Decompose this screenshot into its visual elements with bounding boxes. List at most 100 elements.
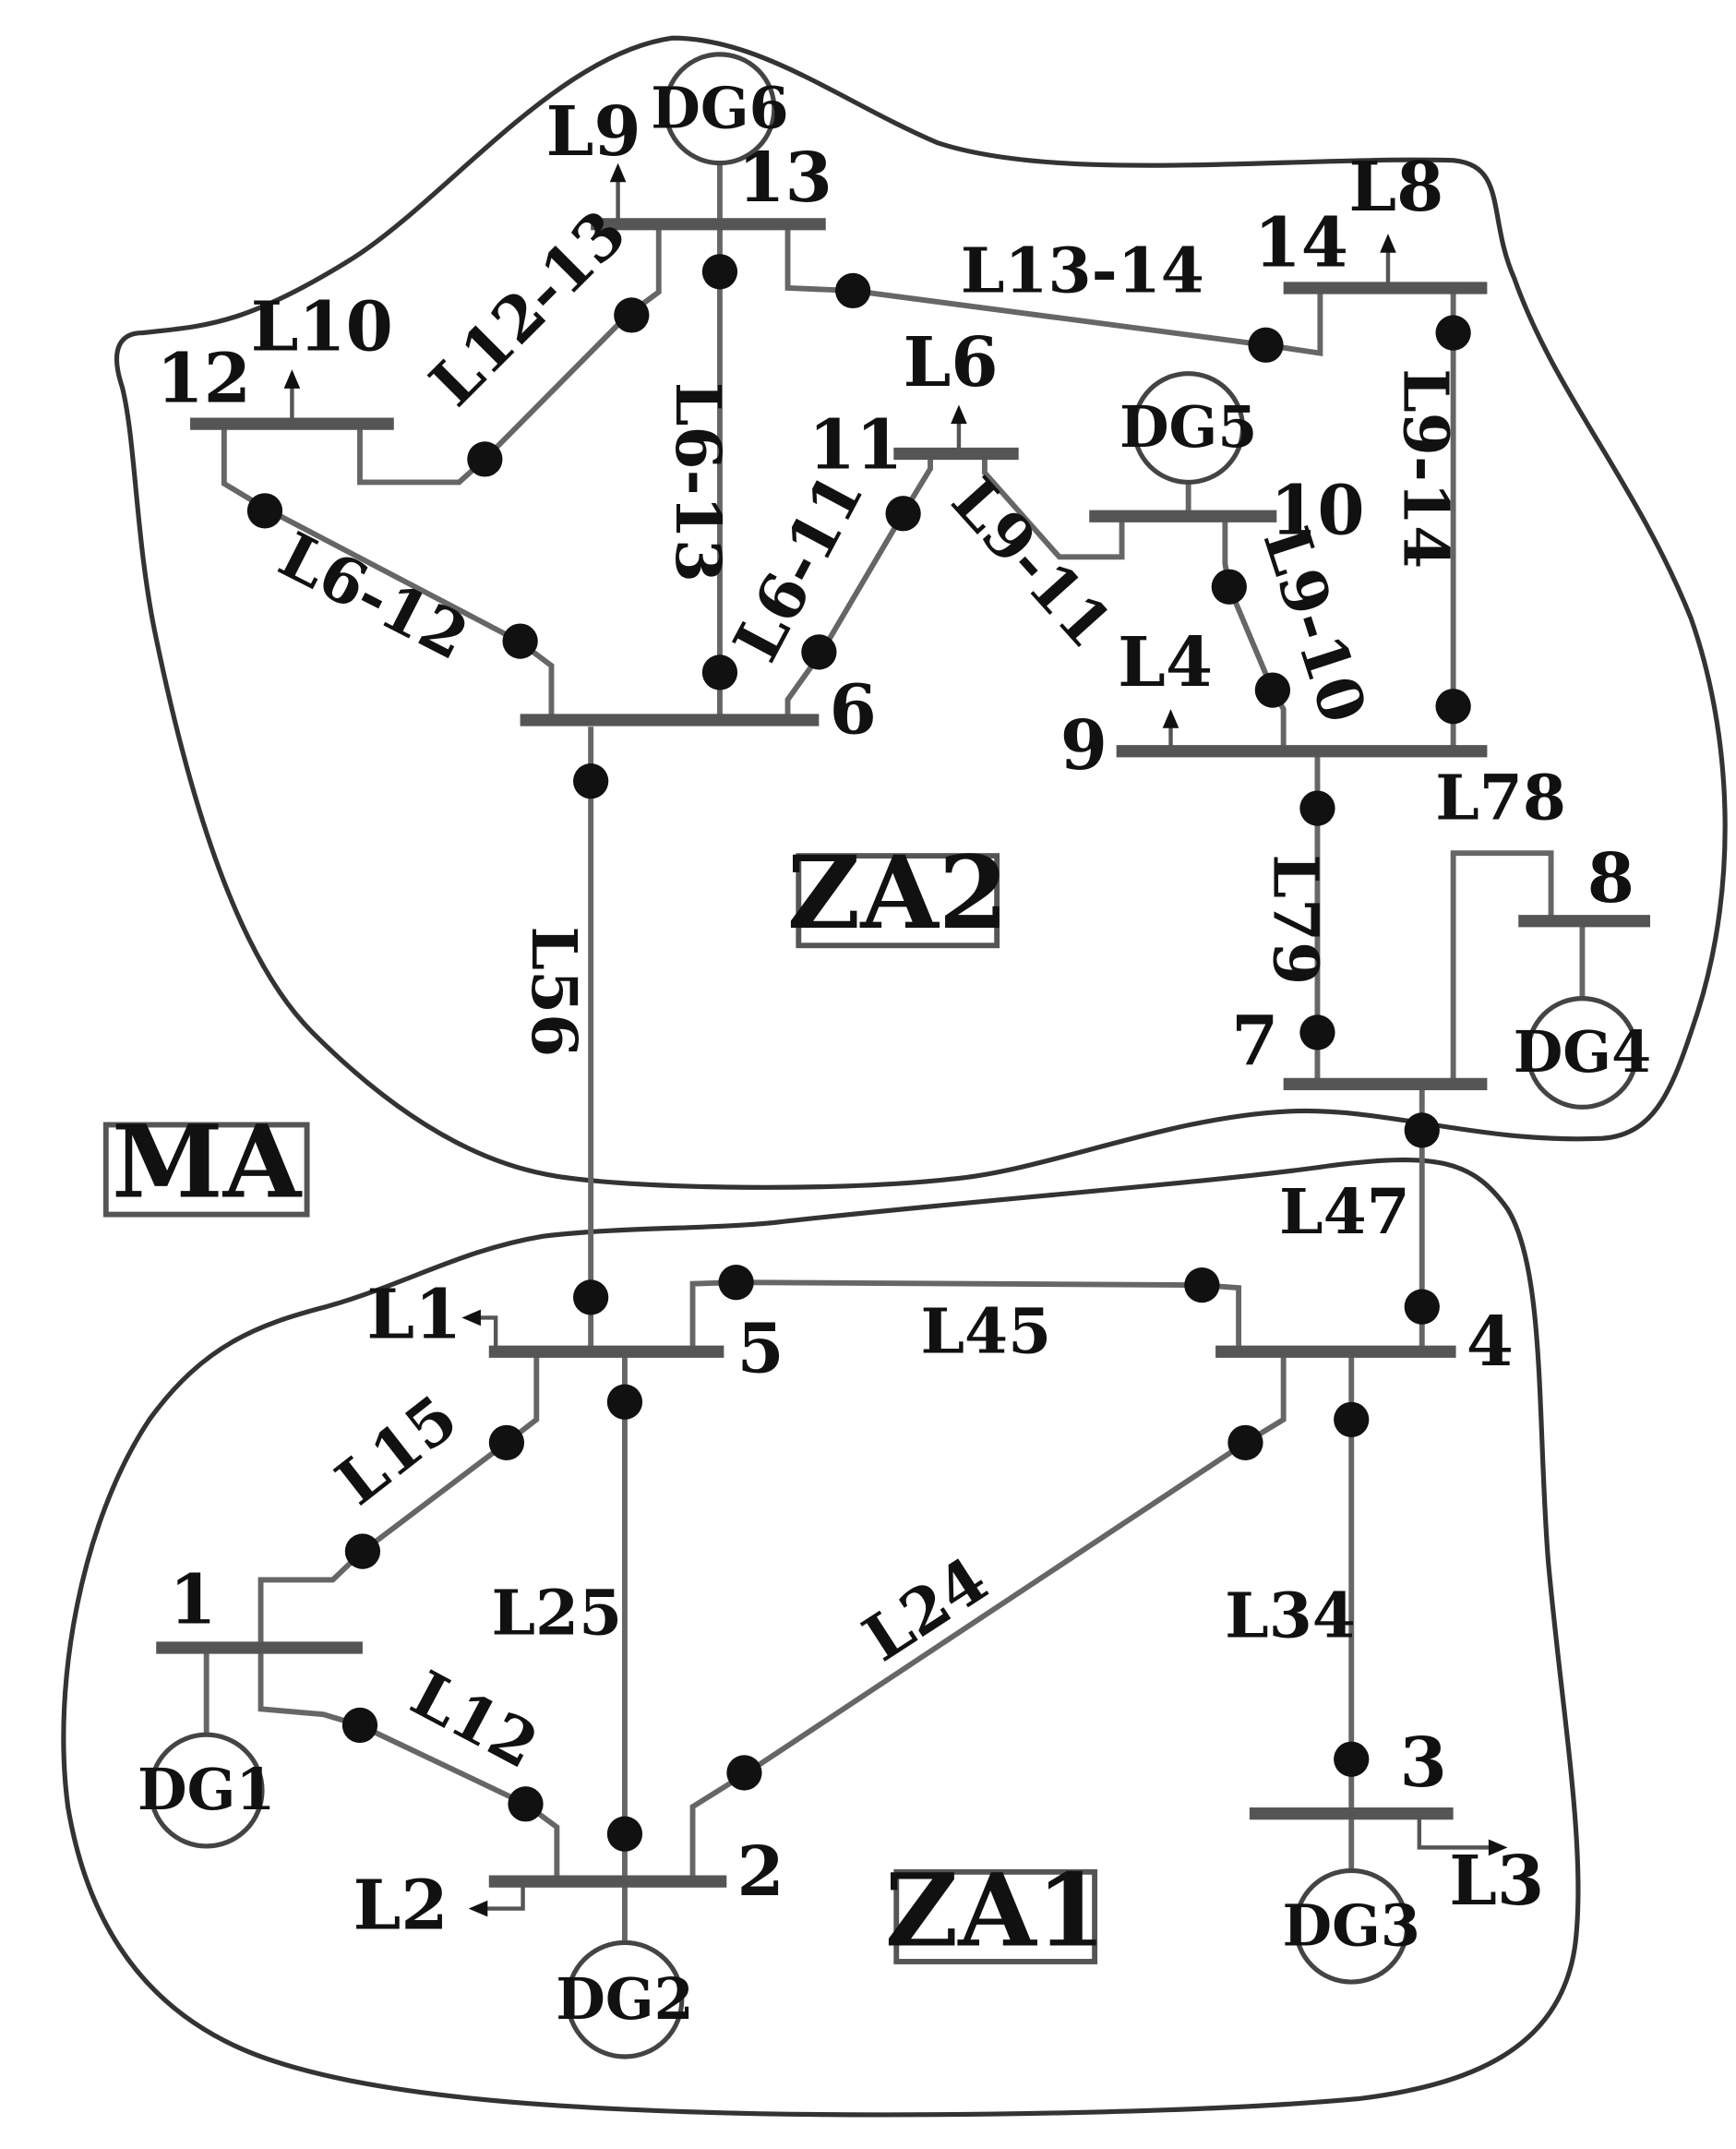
breaker-dot bbox=[606, 1816, 643, 1852]
bus-label-1: 1 bbox=[169, 1561, 216, 1640]
bus-label-8: 8 bbox=[1587, 839, 1634, 918]
breaker-dot bbox=[1334, 1401, 1370, 1437]
breaker-dot bbox=[1404, 1289, 1440, 1325]
za2-area-box bbox=[796, 853, 1000, 949]
load-label-l3: L3 bbox=[1449, 1842, 1544, 1921]
svg-text:DG1: DG1 bbox=[138, 1756, 275, 1823]
generator-dg5: DG5 bbox=[1119, 371, 1257, 485]
svg-text:DG5: DG5 bbox=[1119, 393, 1257, 461]
load-arrow-l6 bbox=[951, 404, 967, 454]
breaker-dot bbox=[606, 1384, 643, 1420]
breaker-dot bbox=[1299, 1014, 1335, 1050]
svg-text:DG6: DG6 bbox=[651, 74, 788, 141]
generator-dg4: DG4 bbox=[1514, 996, 1651, 1110]
breaker-dot bbox=[1254, 672, 1291, 708]
load-label-l9: L9 bbox=[546, 92, 641, 172]
load-arrow-l8 bbox=[1380, 234, 1396, 288]
breaker-dot bbox=[341, 1707, 378, 1744]
breaker-dot bbox=[701, 254, 738, 290]
load-label-l8: L8 bbox=[1348, 148, 1443, 227]
load-label-l6: L6 bbox=[904, 323, 999, 402]
line-l9-11 bbox=[981, 453, 1125, 560]
load-arrow-l2 bbox=[468, 1881, 525, 1917]
breaker-dot bbox=[573, 1279, 609, 1315]
bus-label-14: 14 bbox=[1254, 203, 1348, 282]
ma-area-box bbox=[102, 1122, 310, 1218]
bus-label-6: 6 bbox=[830, 671, 877, 750]
ma-area-label: MA bbox=[112, 1102, 303, 1220]
line-label-l25: L25 bbox=[491, 1575, 622, 1649]
line-l13-14 bbox=[784, 223, 1323, 357]
load-arrow-l4 bbox=[1162, 709, 1179, 751]
generator-dg2: DG2 bbox=[556, 1939, 694, 2059]
line-label-l45: L45 bbox=[920, 1294, 1051, 1368]
generator-dg1: DG1 bbox=[138, 1732, 275, 1849]
load-label-l10: L10 bbox=[251, 288, 393, 367]
generator-dg6: DG6 bbox=[651, 52, 789, 166]
line-label-l15: L15 bbox=[322, 1380, 471, 1519]
breaker-dot bbox=[726, 1755, 762, 1791]
line-label-l6-12: L6-12 bbox=[268, 517, 480, 674]
load-label-l2: L2 bbox=[353, 1867, 449, 1946]
za2-boundary bbox=[114, 35, 1728, 1190]
svg-text:DG2: DG2 bbox=[556, 1965, 693, 2033]
line-l9-10 bbox=[1222, 516, 1287, 751]
load-arrow-l9 bbox=[609, 162, 627, 224]
line-l6-11 bbox=[784, 453, 933, 720]
bus-label-5: 5 bbox=[736, 1309, 784, 1388]
load-arrow-l10 bbox=[283, 369, 301, 425]
line-label-l78: L78 bbox=[1435, 760, 1566, 834]
line-l24 bbox=[689, 1351, 1287, 1882]
line-label-l6-11: L6-11 bbox=[718, 462, 878, 673]
breaker-dot bbox=[246, 493, 283, 529]
breaker-dot bbox=[488, 1424, 525, 1460]
bus-label-12: 12 bbox=[157, 340, 251, 419]
load-arrow-l1 bbox=[461, 1309, 498, 1352]
line-label-l9-14: L9-14 bbox=[1390, 368, 1464, 569]
breaker-dot bbox=[1299, 790, 1335, 826]
svg-text:DG4: DG4 bbox=[1514, 1018, 1651, 1086]
svg-text:DG3: DG3 bbox=[1283, 1891, 1420, 1959]
breaker-dot bbox=[1404, 1112, 1440, 1148]
generator-dg3: DG3 bbox=[1283, 1867, 1420, 1985]
bus-label-13: 13 bbox=[737, 138, 832, 218]
line-label-l34: L34 bbox=[1225, 1578, 1356, 1651]
bus-label-10: 10 bbox=[1270, 471, 1364, 550]
line-label-l6-13: L6-13 bbox=[662, 382, 736, 582]
breaker-dot bbox=[885, 496, 921, 532]
line-l78 bbox=[1450, 850, 1554, 1085]
breaker-dot bbox=[801, 634, 837, 670]
breaker-dot bbox=[1184, 1267, 1220, 1303]
line-l45 bbox=[689, 1279, 1242, 1352]
load-label-l4: L4 bbox=[1118, 623, 1213, 702]
za1-boundary bbox=[61, 1157, 1581, 2118]
breaker-dot bbox=[1435, 689, 1471, 725]
breaker-dot bbox=[1435, 315, 1471, 351]
line-l6-12 bbox=[221, 424, 555, 720]
breakers bbox=[246, 254, 1471, 1852]
line-label-l13-14: L13-14 bbox=[961, 233, 1204, 306]
breaker-dot bbox=[1334, 1741, 1370, 1777]
bus-label-3: 3 bbox=[1400, 1723, 1447, 1803]
line-label-l12-13: L12-13 bbox=[415, 196, 640, 420]
breaker-dot bbox=[701, 654, 738, 690]
line-label-l56: L56 bbox=[518, 926, 592, 1057]
breaker-dot bbox=[1248, 327, 1284, 363]
load-arrow-l3 bbox=[1417, 1813, 1508, 1856]
breaker-dot bbox=[718, 1265, 754, 1301]
breaker-dot bbox=[467, 441, 503, 477]
bus-label-2: 2 bbox=[736, 1832, 784, 1912]
breaker-dot bbox=[1211, 569, 1247, 605]
breaker-dot bbox=[1227, 1424, 1263, 1460]
line-label-l9-11: L9-11 bbox=[938, 463, 1127, 662]
breaker-dot bbox=[502, 623, 538, 659]
line-label-l12: L12 bbox=[400, 1656, 550, 1783]
breaker-dot bbox=[835, 272, 871, 309]
bus-label-9: 9 bbox=[1060, 706, 1107, 786]
bus-label-11: 11 bbox=[808, 406, 903, 486]
breaker-dot bbox=[614, 297, 650, 333]
load-label-l1: L1 bbox=[366, 1276, 461, 1355]
bus-label-4: 4 bbox=[1467, 1303, 1514, 1382]
line-label-l47: L47 bbox=[1279, 1174, 1410, 1248]
